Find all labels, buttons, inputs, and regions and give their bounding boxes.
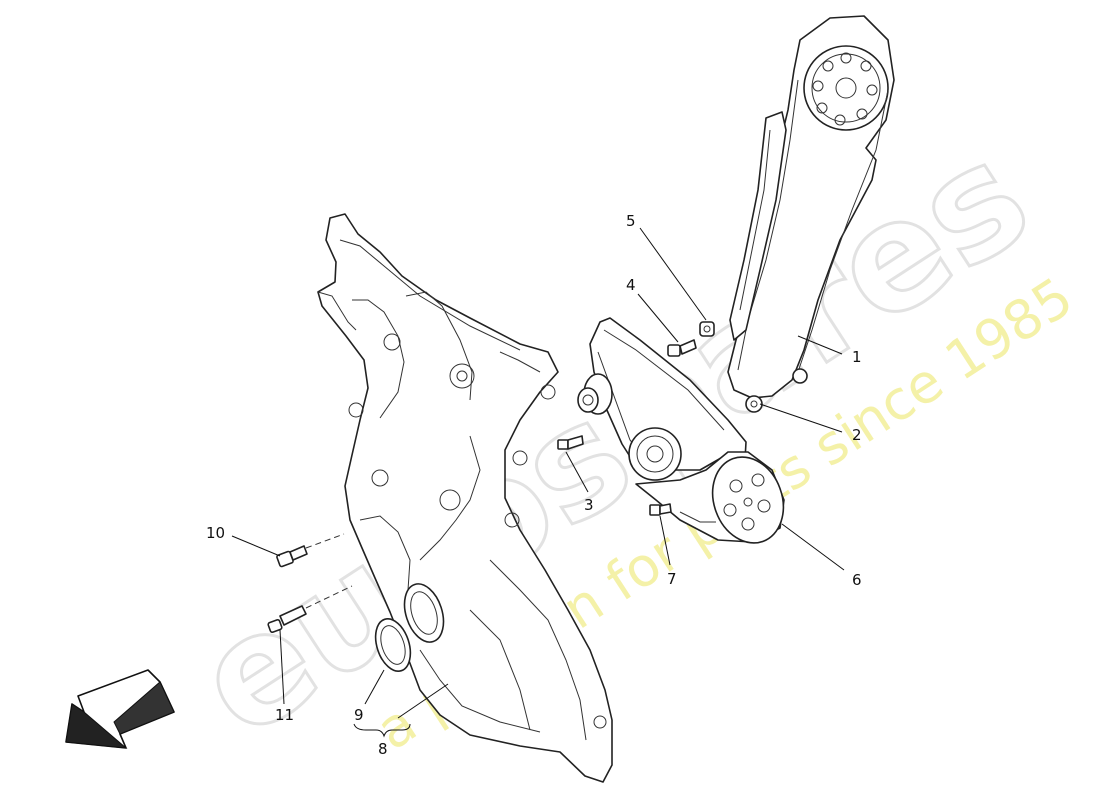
lower-chain-assembly [589,317,785,544]
callout-11: 11 [275,706,294,724]
callout-8: 8 [378,740,388,758]
timing-cover [317,213,613,783]
callout-4: 4 [626,276,636,294]
bolt-10 [276,533,345,568]
bolt-5 [699,321,715,337]
leader-lines [231,227,845,738]
callout-10: 10 [206,524,225,542]
upper-chain-assembly [727,15,895,413]
callout-2: 2 [852,426,862,444]
tensioner-unit [577,373,613,415]
bolt-4 [667,339,697,357]
watermark-brand: eurospares [168,109,1058,771]
callout-1: 1 [852,348,862,366]
callout-5: 5 [626,212,636,230]
callout-6: 6 [852,571,862,589]
callout-9: 9 [354,706,364,724]
seal-ring-small [374,618,412,672]
bolt-3 [557,435,584,450]
callout-7: 7 [667,570,677,588]
arrow-down-left-icon [65,669,175,749]
callout-3: 3 [584,496,594,514]
seal-ring-large [403,583,445,643]
bolt-7 [649,503,672,516]
callout-labels: 1 2 3 4 5 6 7 8 9 10 11 [206,212,862,758]
bolt-11 [267,585,353,633]
